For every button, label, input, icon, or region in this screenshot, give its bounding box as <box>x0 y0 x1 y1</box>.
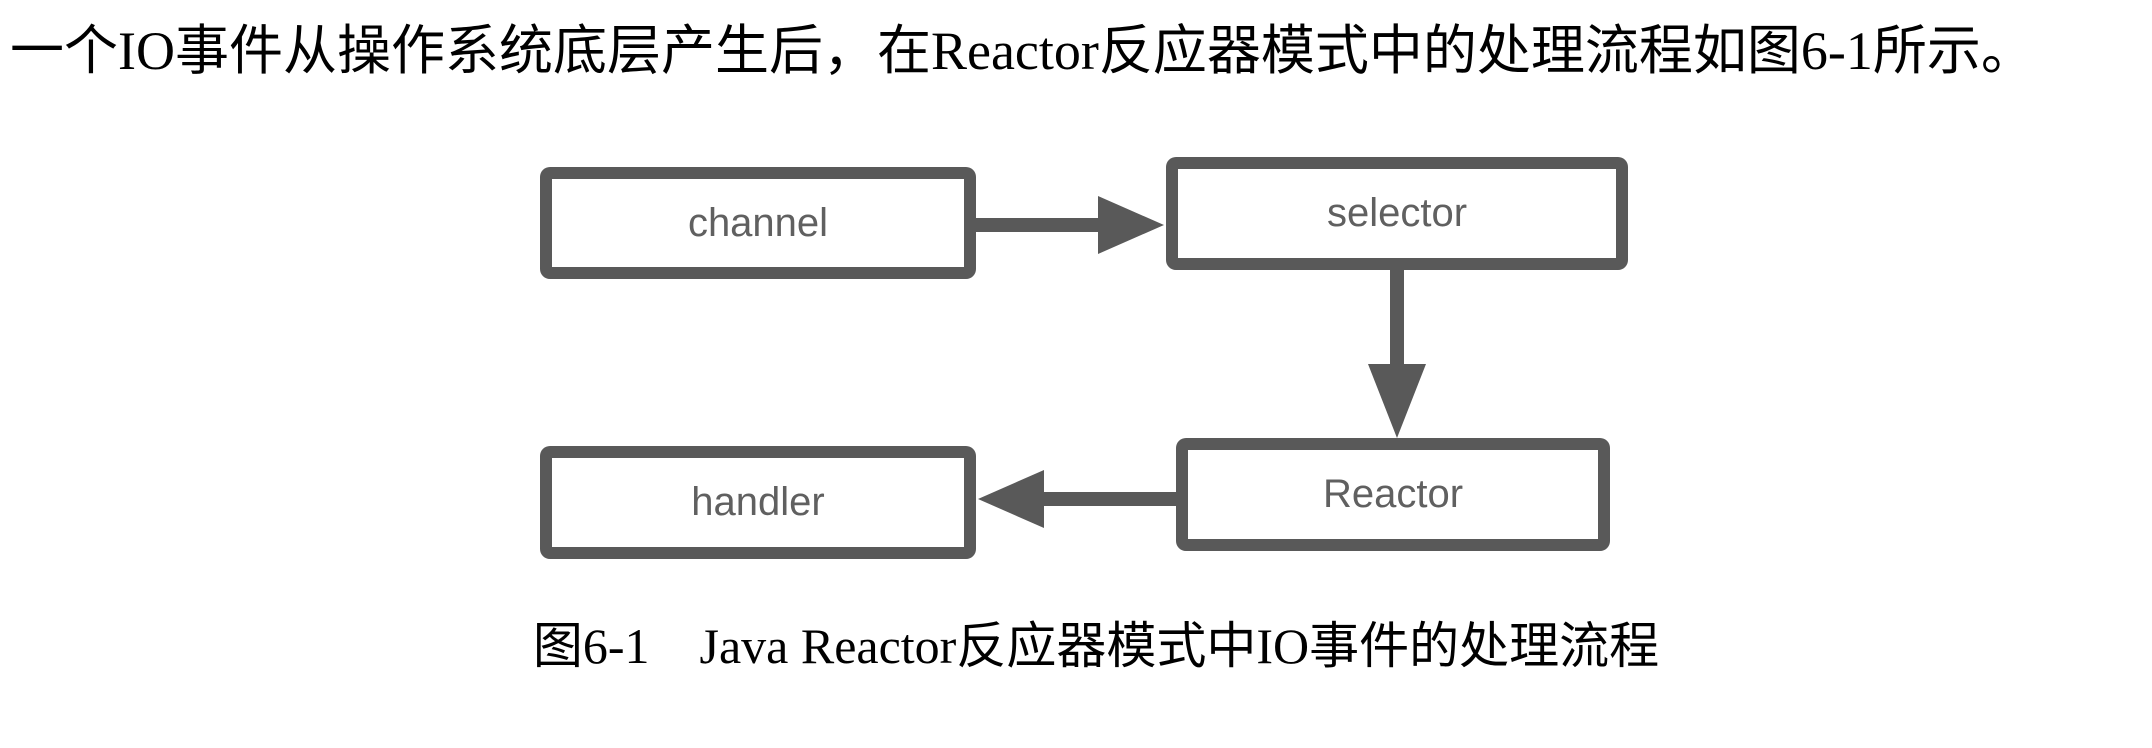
node-reactor-label: Reactor <box>1322 472 1464 516</box>
node-channel-label: channel <box>687 200 829 245</box>
node-handler: handler <box>540 446 976 559</box>
arrow-down-icon <box>1368 268 1426 438</box>
figure-caption: 图6-1 Java Reactor反应器模式中IO事件的处理流程 <box>532 618 1660 674</box>
node-channel: channel <box>540 167 976 279</box>
node-reactor: Reactor <box>1176 438 1610 551</box>
node-selector: selector <box>1166 157 1628 270</box>
intro-text: 一个IO事件从操作系统底层产生后，在Reactor反应器模式中的处理流程如图6-… <box>10 21 2035 81</box>
arrow-left-icon <box>978 470 1178 528</box>
arrow-right-icon <box>974 196 1164 254</box>
node-handler-label: handler <box>691 480 825 524</box>
node-selector-label: selector <box>1326 191 1468 235</box>
